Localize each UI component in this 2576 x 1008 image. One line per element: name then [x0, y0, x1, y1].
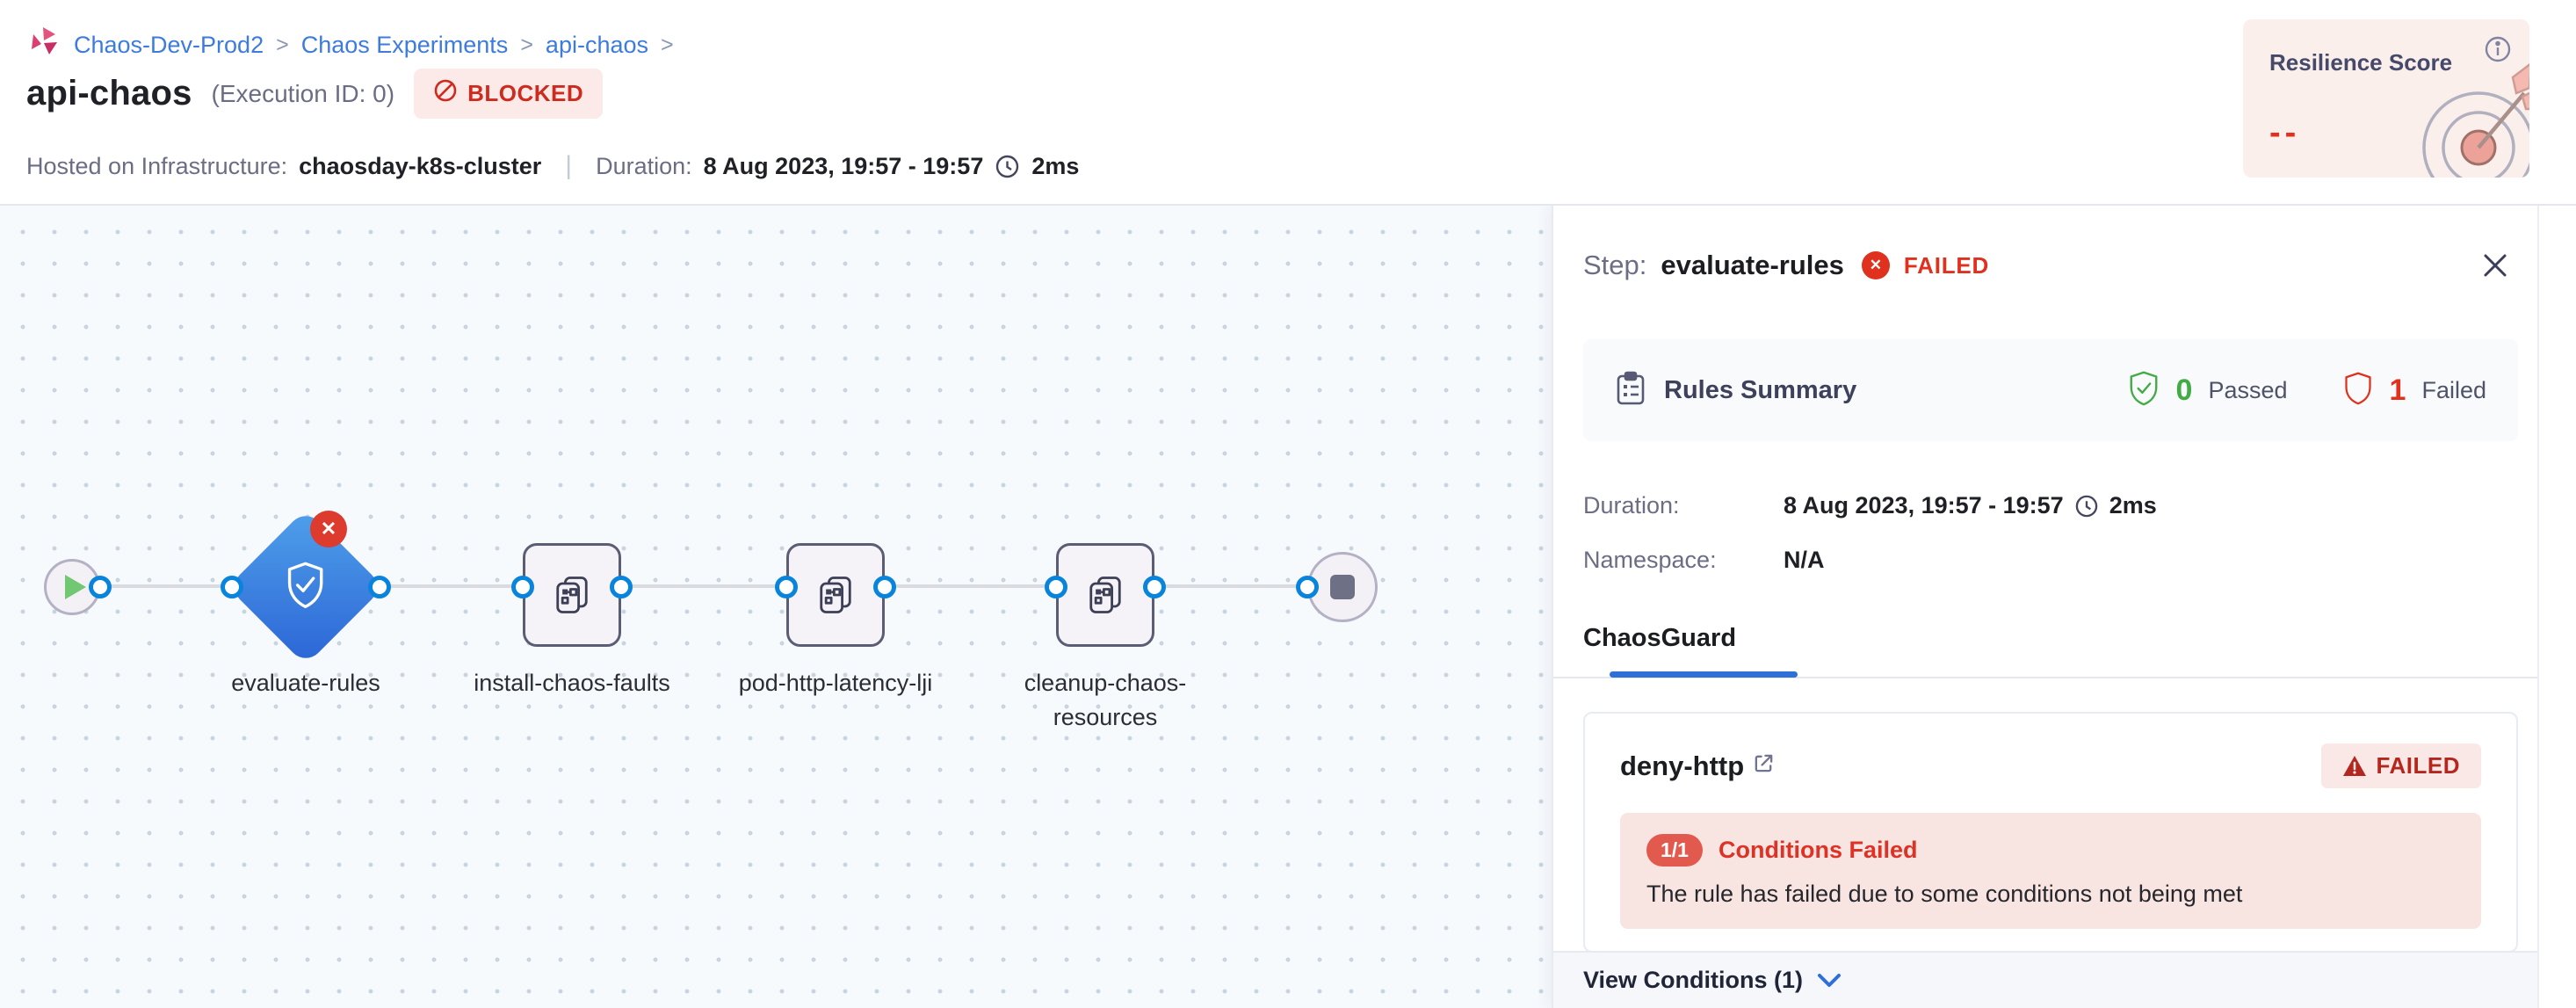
- failed-circle-icon: ✕: [1861, 251, 1890, 279]
- infra-value: chaosday-k8s-cluster: [299, 152, 542, 179]
- rule-status-badge: FAILED: [2320, 743, 2481, 788]
- shield-check-icon: [279, 558, 333, 617]
- conditions-failed-title: Conditions Failed: [1718, 837, 1918, 863]
- warning-triangle-icon: [2342, 755, 2367, 778]
- blocked-icon: [433, 78, 458, 109]
- stop-icon: [1330, 575, 1355, 599]
- pipeline-end-node: [1307, 552, 1378, 622]
- breadcrumb-experiment-link[interactable]: api-chaos: [545, 32, 648, 58]
- chaos-module-icon: [26, 25, 62, 66]
- port: [368, 576, 391, 598]
- rule-name: deny-http: [1620, 750, 1745, 781]
- chevron-down-icon: [1817, 973, 1842, 989]
- title-row: api-chaos (Execution ID: 0) BLOCKED: [26, 69, 604, 119]
- tab-chaosguard-label: ChaosGuard: [1583, 624, 1737, 652]
- port: [89, 576, 112, 598]
- node-pod-http-latency[interactable]: [786, 543, 885, 647]
- port: [221, 576, 243, 598]
- clock-icon: [995, 154, 1020, 179]
- step-header: Step: evaluate-rules ✕ FAILED: [1583, 250, 1989, 281]
- info-icon[interactable]: [2482, 33, 2514, 69]
- port: [1143, 576, 1166, 598]
- duration-row: Duration: 8 Aug 2023, 19:57 - 19:57 2ms: [1583, 492, 2157, 519]
- resilience-score-value: --: [2269, 114, 2301, 151]
- failed-count: 1: [2389, 373, 2406, 407]
- port: [1296, 576, 1319, 598]
- header-meta: Hosted on Infrastructure: chaosday-k8s-c…: [26, 151, 1079, 181]
- resilience-score-card: Resilience Score --: [2243, 19, 2529, 178]
- port: [873, 576, 896, 598]
- status-badge-label: BLOCKED: [467, 80, 584, 106]
- node-cleanup-chaos-resources[interactable]: [1056, 543, 1154, 647]
- step-status: FAILED: [1903, 251, 1990, 279]
- duration-elapsed: 2ms: [1031, 152, 1080, 179]
- play-icon: [65, 575, 86, 599]
- view-conditions-toggle[interactable]: View Conditions (1): [1583, 967, 1842, 994]
- node-label: pod-http-latency-lji: [738, 670, 933, 696]
- node-failed-badge-icon: ✕: [310, 511, 347, 548]
- node-install-chaos-faults[interactable]: [523, 543, 621, 647]
- meta-divider: |: [565, 151, 573, 180]
- step-name: evaluate-rules: [1661, 250, 1844, 280]
- breadcrumb-separator: >: [276, 33, 289, 57]
- step-label: Step:: [1583, 250, 1647, 280]
- breadcrumb: Chaos-Dev-Prod2 > Chaos Experiments > ap…: [26, 25, 674, 66]
- view-conditions-label: View Conditions (1): [1583, 967, 1804, 993]
- shield-passed-icon: [2127, 370, 2160, 411]
- breadcrumb-separator: >: [661, 33, 674, 57]
- panel-duration-label: Duration:: [1583, 492, 1680, 519]
- conditions-ratio-badge: 1/1: [1646, 834, 1703, 867]
- rules-summary: Rules Summary 0 Passed 1 F: [1583, 339, 2518, 441]
- passed-count: 0: [2175, 373, 2193, 407]
- breadcrumb-project-link[interactable]: Chaos-Dev-Prod2: [74, 32, 264, 58]
- duration-value: 8 Aug 2023, 19:57 - 19:57: [703, 152, 984, 179]
- conditions-failed-message: The rule has failed due to some conditio…: [1646, 881, 2243, 907]
- pipeline-canvas[interactable]: ✕: [0, 206, 1552, 1008]
- resilience-score-title: Resilience Score: [2269, 49, 2453, 76]
- infra-label: Hosted on Infrastructure:: [26, 152, 288, 179]
- breadcrumb-separator: >: [520, 33, 533, 57]
- port: [610, 576, 633, 598]
- shield-failed-icon: [2342, 370, 2374, 411]
- namespace-value: N/A: [1784, 547, 1825, 573]
- namespace-row: Namespace: N/A: [1583, 547, 1825, 574]
- clipboard-icon: [1615, 371, 1646, 410]
- execution-id: (Execution ID: 0): [211, 79, 395, 107]
- breadcrumb-experiments-link[interactable]: Chaos Experiments: [300, 32, 509, 58]
- conditions-failed-alert: 1/1 Conditions Failed The rule has faile…: [1620, 813, 2481, 929]
- tab-chaosguard[interactable]: ChaosGuard: [1583, 624, 1798, 678]
- port: [511, 576, 534, 598]
- node-label: install-chaos-faults: [474, 670, 670, 696]
- external-link-icon[interactable]: [1753, 752, 1775, 779]
- passed-label: Passed: [2208, 376, 2288, 403]
- rules-summary-title: Rules Summary: [1664, 375, 1857, 404]
- namespace-label: Namespace:: [1583, 547, 1717, 573]
- duration-label: Duration:: [596, 152, 692, 179]
- node-label: evaluate-rules: [231, 670, 380, 696]
- panel-duration-elapsed: 2ms: [2109, 492, 2157, 519]
- page-title: api-chaos: [26, 74, 192, 112]
- active-tab-indicator: [1610, 671, 1798, 678]
- status-badge: BLOCKED: [414, 69, 604, 119]
- rule-status-label: FAILED: [2376, 752, 2460, 779]
- node-evaluate-rules[interactable]: [227, 508, 385, 666]
- clock-icon: [2074, 494, 2099, 519]
- page-header: Chaos-Dev-Prod2 > Chaos Experiments > ap…: [0, 0, 2576, 206]
- step-details-panel: Step: evaluate-rules ✕ FAILED: [1552, 206, 2576, 1008]
- panel-duration-value: 8 Aug 2023, 19:57 - 19:57: [1784, 492, 2064, 519]
- node-label: cleanup-chaos-resources: [1024, 670, 1187, 730]
- port: [775, 576, 798, 598]
- close-icon[interactable]: [2474, 244, 2516, 286]
- panel-scroll-gutter: [2537, 206, 2539, 1008]
- port: [1045, 576, 1067, 598]
- pipeline-edge: [72, 584, 1342, 588]
- panel-footer: View Conditions (1): [1553, 951, 2537, 1008]
- target-illustration-icon: [2391, 42, 2529, 178]
- panel-tabs: ChaosGuard: [1553, 617, 2537, 678]
- rule-card-deny-http: deny-http: [1583, 712, 2518, 953]
- failed-label: Failed: [2421, 376, 2486, 403]
